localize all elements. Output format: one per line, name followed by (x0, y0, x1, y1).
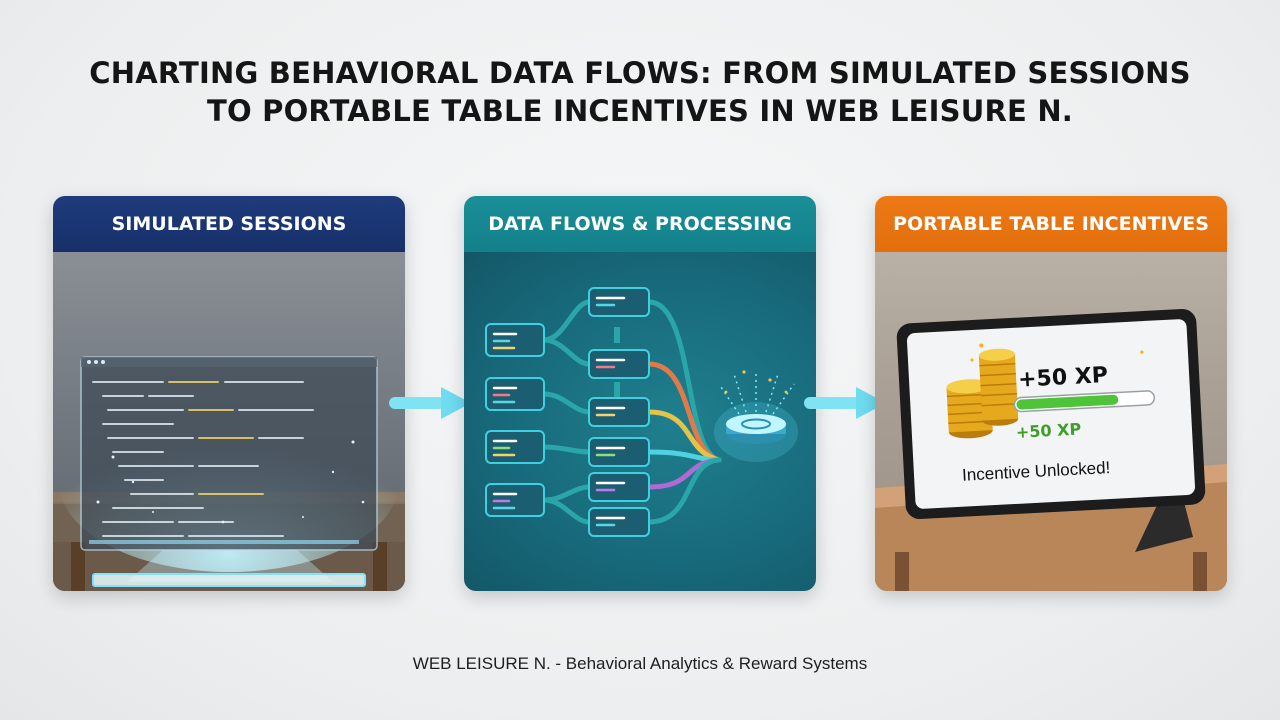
panel-header: DATA FLOWS & PROCESSING (464, 196, 816, 252)
source-nodes (485, 323, 545, 517)
process-nodes (588, 287, 650, 537)
xp-large-label: +50 XP (1018, 363, 1109, 393)
footer-caption: WEB LEISURE N. - Behavioral Analytics & … (412, 654, 868, 673)
flow-arrow-2 (800, 383, 890, 423)
data-hub-icon (714, 370, 798, 462)
code-screen-illustration (53, 252, 405, 591)
tablet-scene: +50 XP +50 XP Incentive Unlocked! (875, 308, 1227, 591)
tablet-device (896, 308, 1206, 520)
tablet-illustration: +50 XP +50 XP Incentive Unlocked! (875, 252, 1227, 591)
flow-arrow-1 (385, 383, 475, 423)
code-screen-icon (53, 356, 405, 591)
arrow-right-icon (389, 387, 471, 419)
coin-stack-icon (946, 343, 1144, 439)
title-line-1: CHARTING BEHAVIORAL DATA FLOWS: FROM SIM… (89, 56, 1191, 90)
panel-header: PORTABLE TABLE INCENTIVES (875, 196, 1227, 252)
flow-diagram (485, 287, 798, 537)
title-line-2: TO PORTABLE TABLE INCENTIVES IN WEB LEIS… (206, 94, 1074, 128)
panel-data-flows: DATA FLOWS & PROCESSING (464, 196, 816, 591)
xp-small-label: +50 XP (1015, 419, 1081, 441)
panel-portable-incentives: PORTABLE TABLE INCENTIVES (875, 196, 1227, 591)
panel-simulated-sessions: SIMULATED SESSIONS (53, 196, 405, 591)
page-title: CHARTING BEHAVIORAL DATA FLOWS: FROM SIM… (0, 54, 1280, 130)
data-flow-illustration (464, 252, 816, 591)
xp-progress-bar (1013, 390, 1156, 413)
panel-header: SIMULATED SESSIONS (53, 196, 405, 252)
arrow-right-icon (804, 387, 886, 419)
